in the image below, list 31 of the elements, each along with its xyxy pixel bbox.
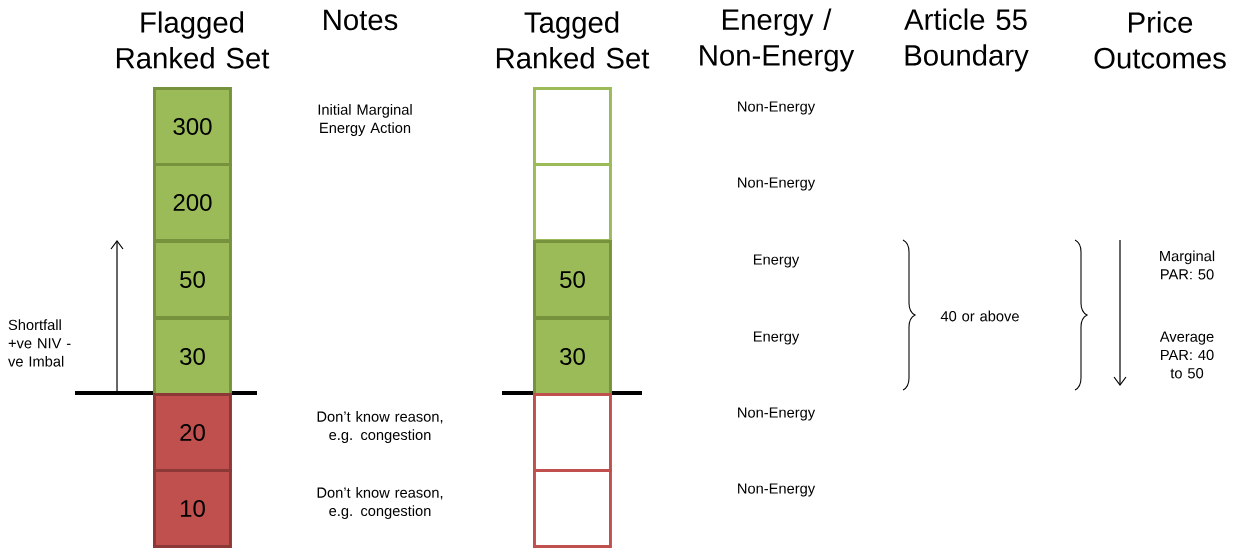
note-text: Shortfall +ve NIV -ve Imbal	[8, 319, 71, 367]
note-text: Non-Energy	[738, 177, 816, 191]
column-heading: Price Outcomes	[1094, 11, 1226, 69]
column-heading: Notes	[324, 9, 398, 31]
value-box: 10	[153, 469, 232, 548]
note-text: Non-Energy	[738, 101, 816, 115]
value-box: 30	[153, 317, 232, 396]
note-text: Non-Energy	[738, 407, 816, 421]
value-box: 300	[153, 87, 232, 166]
note-text: Energy	[754, 254, 800, 268]
note-text: 40 or above	[940, 310, 1019, 322]
empty-box	[533, 87, 612, 166]
note-text: Don’t know reason, e.g. congestion	[317, 411, 443, 443]
empty-box	[533, 393, 612, 472]
column-heading: Tagged Ranked Set	[496, 11, 650, 69]
note-text: Energy	[754, 331, 800, 345]
note-text: Average PAR: 40 to 50	[1159, 331, 1214, 379]
empty-box	[533, 163, 612, 242]
empty-box	[533, 469, 612, 548]
column-heading: Article 55 Boundary	[904, 8, 1029, 72]
note-text: Initial Marginal Energy Action	[318, 104, 412, 136]
value-box: 20	[153, 393, 232, 472]
note-text: Marginal PAR: 50	[1160, 250, 1215, 280]
value-box: 50	[533, 240, 612, 319]
note-text: Don’t know reason, e.g. congestion	[317, 487, 443, 519]
column-heading: Flagged Ranked Set	[116, 11, 270, 69]
value-box: 30	[533, 317, 612, 396]
value-box: 50	[153, 240, 232, 319]
value-box: 200	[153, 163, 232, 242]
note-text: Non-Energy	[738, 483, 816, 497]
column-heading: Energy / Non-Energy	[700, 8, 855, 72]
